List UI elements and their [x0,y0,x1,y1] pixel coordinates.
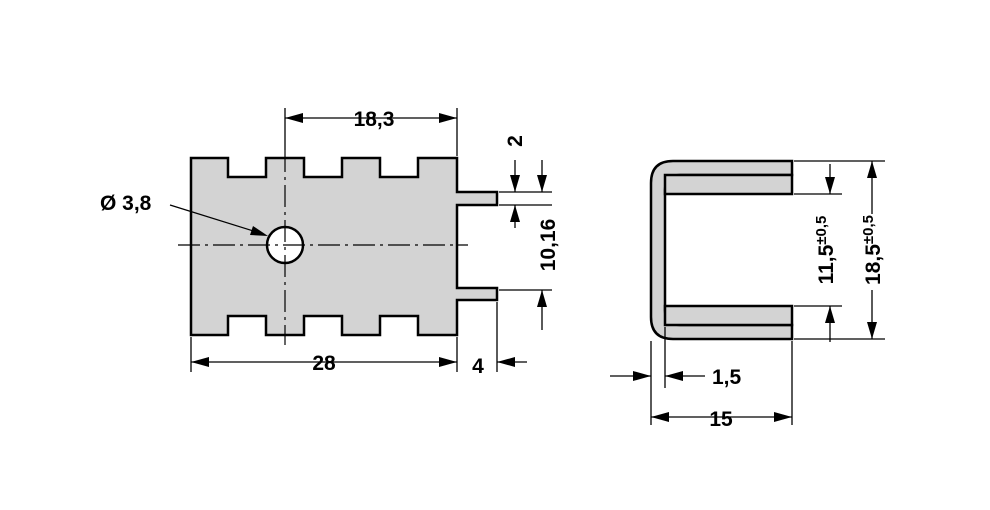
dim-18-5-label: 18,5±0,5 [860,215,885,285]
arrowhead [285,113,303,123]
arrowhead [510,205,520,222]
dim-15-label: 15 [709,408,733,431]
arrowhead [774,412,792,422]
side-view: 11,5±0,5 18,5±0,5 1,5 15 [610,159,885,431]
dim-18-5-main: 18,5 [862,244,885,285]
arrowhead [497,357,515,367]
leader-line [169,204,264,235]
dim-hole-label: Ø 3,8 [100,192,152,215]
dim-11-5-tolerance: ±0,5 [813,216,830,245]
arrowhead [825,177,835,194]
arrowhead [651,412,669,422]
dim-2-label: 2 [504,135,527,147]
arrowhead [510,175,520,192]
arrowhead [537,290,547,307]
arrowhead [825,306,835,323]
inner-plate-top [663,173,794,196]
arrowhead [250,226,268,236]
arrowhead [439,113,457,123]
arrowhead [665,371,683,381]
dim-4-label: 4 [472,355,484,378]
heatsink-body [189,156,499,337]
dim-18-5-tolerance: ±0,5 [860,215,877,244]
arrowhead [439,357,457,367]
arrowhead [633,371,651,381]
inner-plate-bottom [663,304,794,327]
arrowhead [867,322,877,339]
dim-18-3-label: 18,3 [354,108,395,131]
arrowhead [191,357,209,367]
dim-10-16-label: 10,16 [537,219,560,272]
dim-28-label: 28 [312,352,336,375]
dim-11-5-label: 11,5±0,5 [813,216,838,285]
arrowhead [537,175,547,192]
dim-1-5-label: 1,5 [712,366,742,389]
arrowhead [867,161,877,178]
front-view: 18,3 Ø 3,8 28 4 2 10,16 [100,108,560,378]
dim-11-5-main: 11,5 [815,244,838,284]
